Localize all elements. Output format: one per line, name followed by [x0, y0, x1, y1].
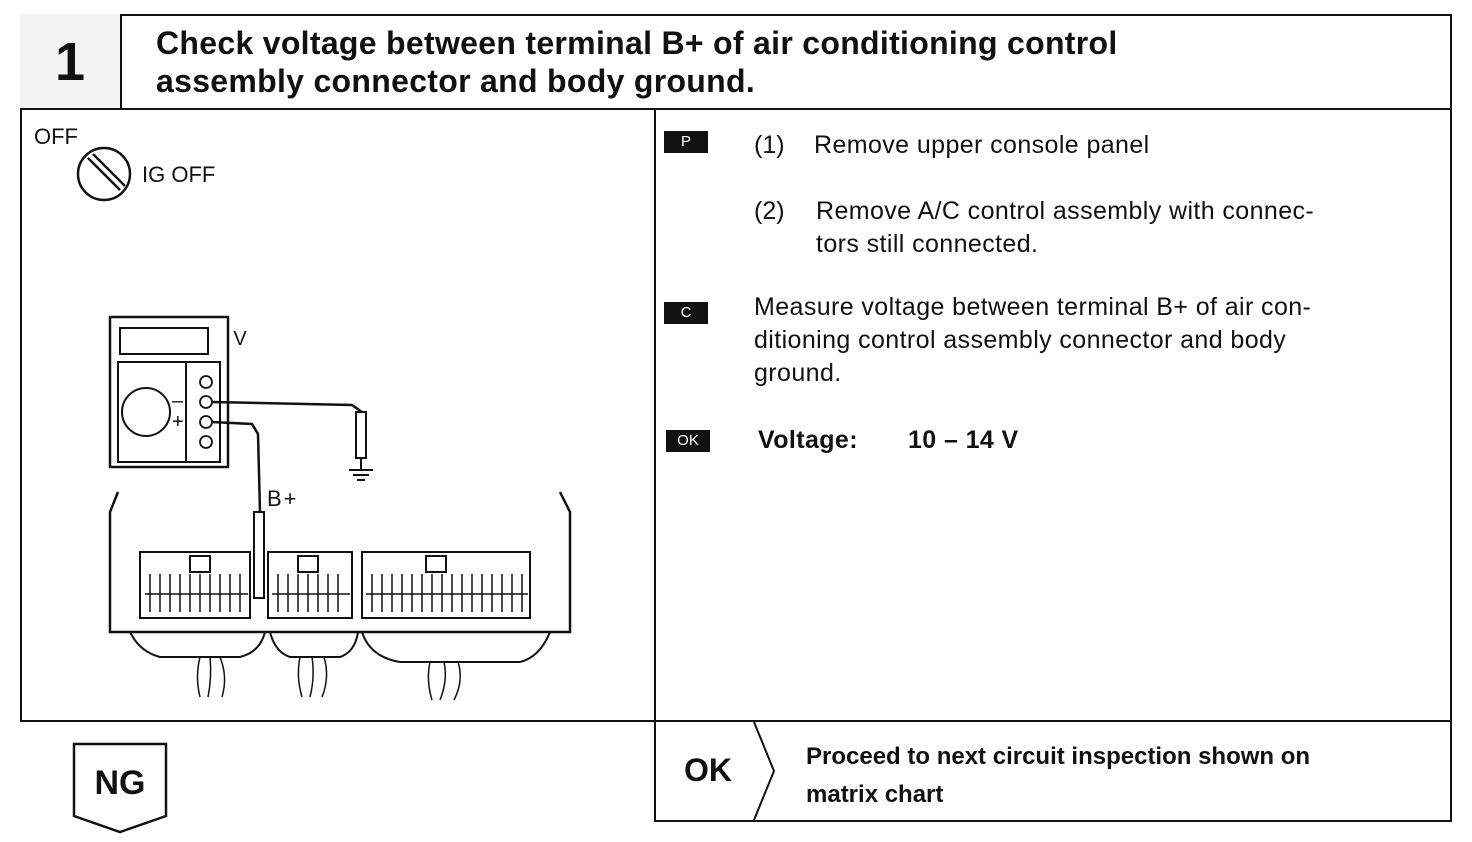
step-number-cell: [20, 14, 122, 110]
step-title-line2: assembly connector and body ground.: [156, 63, 756, 99]
ok-spec-badge: OK: [666, 430, 710, 452]
ignition-off-label: IG OFF: [142, 162, 216, 187]
step2-line2: tors still connected.: [816, 230, 1039, 258]
voltmeter-connector-diagram: [108, 315, 572, 701]
step1-text: Remove upper console panel: [814, 131, 1150, 159]
meter-display-label: V: [233, 328, 247, 350]
check-line2: ditioning control assembly connector and…: [754, 326, 1287, 354]
meter-plus-label: +: [172, 411, 184, 433]
ok-result-text: Proceed to next circuit inspection shown…: [806, 738, 1310, 814]
step-title-line1: Check voltage between terminal B+ of air…: [156, 25, 1118, 61]
prep-badge: P: [664, 131, 708, 153]
terminal-b-plus-label: B+: [267, 486, 299, 511]
ok-result-label: OK: [684, 752, 732, 788]
ng-result-shape: [72, 742, 168, 834]
check-line3: ground.: [754, 359, 842, 387]
switch-off-label: OFF: [34, 124, 78, 149]
spec-label: Voltage:: [758, 426, 858, 454]
ok-result-box: [654, 720, 1452, 822]
check-line1: Measure voltage between terminal B+ of a…: [754, 293, 1312, 321]
ok-result-text-line2: matrix chart: [806, 781, 944, 808]
step2-line1: Remove A/C control assembly with connec-: [816, 197, 1315, 225]
ok-result-text-line1: Proceed to next circuit inspection shown…: [806, 743, 1311, 770]
meter-minus-label: –: [172, 390, 184, 412]
spec-value: 10 – 14 V: [908, 426, 1019, 454]
step1-number: (1): [754, 131, 785, 159]
step2-number: (2): [754, 197, 785, 225]
step-title: Check voltage between terminal B+ of air…: [156, 24, 1336, 100]
step-number: 1: [54, 32, 86, 92]
ignition-switch-icon: [76, 146, 132, 202]
ng-result-label: NG: [94, 764, 146, 802]
ok-arrow-divider: [753, 721, 776, 821]
check-badge: C: [664, 302, 708, 324]
